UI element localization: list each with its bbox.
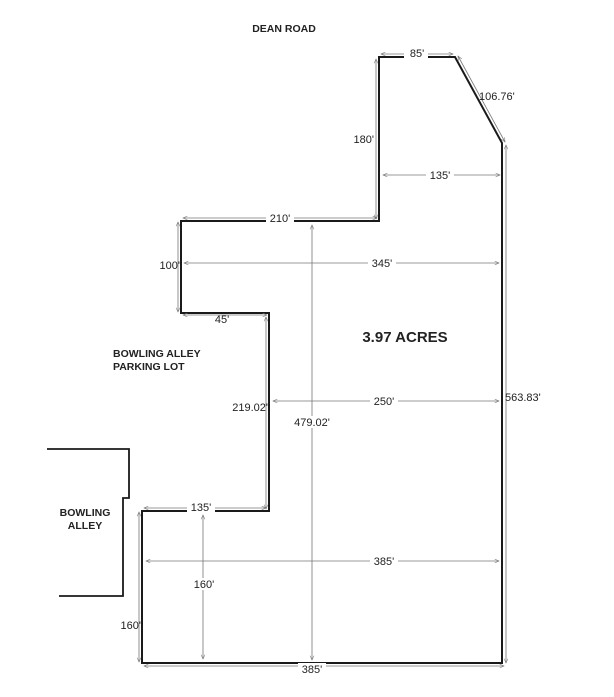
dim-center-depth: 479.02' <box>294 417 330 429</box>
building-label-line2: ALLEY <box>68 520 102 532</box>
area-label: 3.97 ACRES <box>362 329 447 346</box>
dim-lower-width: 250' <box>374 396 394 408</box>
dim-mid-top: 210' <box>270 213 290 225</box>
dim-mid-left-vertical: 100' <box>160 260 180 272</box>
dim-inner-vertical: 160' <box>194 579 214 591</box>
dim-right-side: 563.83' <box>505 392 541 404</box>
dim-upper-left-vertical: 180' <box>354 134 374 146</box>
building-label-line1: BOWLING <box>60 507 111 519</box>
dim-line-diagonal <box>457 56 506 142</box>
dim-mid-width: 345' <box>372 258 392 270</box>
dim-diagonal: 106.76' <box>479 91 515 103</box>
parking-lot-label-line2: PARKING LOT <box>113 361 185 373</box>
parking-lot-label-line1: BOWLING ALLEY <box>113 348 201 360</box>
dim-bottom-left-vertical: 160' <box>121 620 141 632</box>
dim-lower-left-vertical: 219.02' <box>232 402 268 414</box>
dim-upper-width: 135' <box>430 170 450 182</box>
property-boundary <box>141 56 503 664</box>
dim-bottom-width: 385' <box>374 556 394 568</box>
dim-base: 385' <box>302 664 322 676</box>
dim-top: 85' <box>410 48 424 60</box>
dim-step: 45' <box>215 314 229 326</box>
road-label: DEAN ROAD <box>252 23 316 35</box>
bowling-alley-building <box>47 448 130 597</box>
dim-bottom-step: 135' <box>191 502 211 514</box>
